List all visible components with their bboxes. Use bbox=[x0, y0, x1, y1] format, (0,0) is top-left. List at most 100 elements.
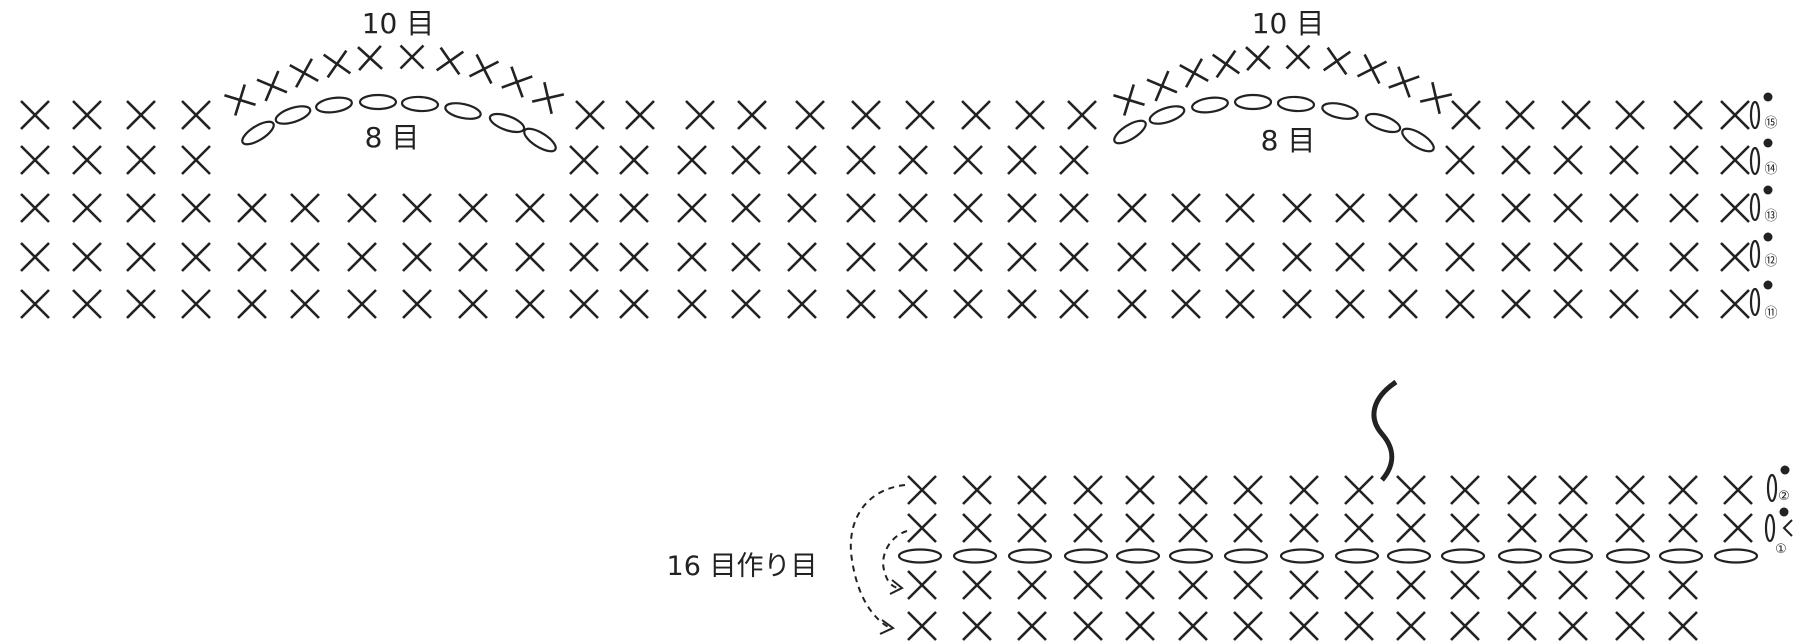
stroke bbox=[347, 289, 377, 319]
single-crochet-mark bbox=[1388, 193, 1418, 223]
single-crochet-mark bbox=[1117, 289, 1147, 319]
single-crochet-mark bbox=[1233, 611, 1263, 641]
single-crochet-mark bbox=[237, 193, 267, 223]
single-crochet-mark bbox=[677, 289, 707, 319]
chain-mark bbox=[400, 95, 440, 113]
single-crochet-mark bbox=[72, 100, 102, 130]
stroke bbox=[1501, 193, 1531, 223]
single-crochet-mark bbox=[181, 100, 211, 130]
single-crochet-mark bbox=[907, 475, 937, 505]
stroke bbox=[575, 100, 605, 130]
row-start-dot bbox=[1763, 232, 1773, 242]
stroke bbox=[1335, 242, 1365, 272]
stroke bbox=[290, 193, 320, 223]
stroke bbox=[1445, 145, 1475, 175]
single-crochet-mark bbox=[1609, 242, 1639, 272]
stroke bbox=[953, 289, 983, 319]
stroke bbox=[435, 50, 465, 72]
stroke bbox=[1388, 75, 1420, 89]
single-crochet-mark bbox=[1282, 289, 1312, 319]
single-crochet-mark bbox=[846, 242, 876, 272]
single-crochet-mark bbox=[898, 289, 928, 319]
single-crochet-mark bbox=[1067, 100, 1097, 130]
decrease-label-right: 8 目 bbox=[1261, 124, 1316, 157]
stroke bbox=[787, 145, 817, 175]
chain-mark bbox=[444, 102, 482, 120]
single-crochet-mark bbox=[1059, 242, 1089, 272]
cast-on-arrowhead-outer bbox=[879, 619, 895, 635]
single-crochet-mark bbox=[1335, 289, 1365, 319]
chain-mark bbox=[1279, 548, 1325, 564]
single-crochet-mark bbox=[1669, 289, 1699, 319]
stroke bbox=[126, 289, 156, 319]
single-crochet-mark bbox=[347, 242, 377, 272]
single-crochet-mark bbox=[1125, 611, 1155, 641]
single-crochet-mark bbox=[515, 193, 545, 223]
single-crochet-mark bbox=[1445, 193, 1475, 223]
single-crochet-mark bbox=[1501, 242, 1531, 272]
stroke bbox=[1505, 100, 1535, 130]
stroke bbox=[1615, 611, 1645, 641]
stroke bbox=[1615, 513, 1645, 543]
single-crochet-mark bbox=[1450, 570, 1480, 600]
stroke bbox=[1558, 611, 1588, 641]
stroke bbox=[1178, 475, 1208, 505]
stroke bbox=[20, 242, 50, 272]
single-crochet-mark bbox=[181, 145, 211, 175]
stroke bbox=[851, 100, 881, 130]
stroke bbox=[1225, 193, 1255, 223]
single-crochet-mark bbox=[402, 289, 432, 319]
single-crochet-mark bbox=[1289, 611, 1319, 641]
single-crochet-mark bbox=[1178, 513, 1208, 543]
stroke bbox=[1073, 513, 1103, 543]
stroke bbox=[1178, 611, 1208, 641]
single-crochet-mark bbox=[1344, 611, 1374, 641]
single-crochet-mark bbox=[347, 289, 377, 319]
stroke bbox=[1388, 289, 1418, 319]
single-crochet-mark bbox=[224, 84, 256, 116]
single-crochet-mark bbox=[905, 100, 935, 130]
single-crochet-mark bbox=[402, 242, 432, 272]
stroke bbox=[1059, 145, 1089, 175]
increase-label-left: 10 目 bbox=[362, 7, 435, 40]
single-crochet-mark bbox=[1723, 513, 1753, 543]
stroke bbox=[787, 193, 817, 223]
stroke bbox=[619, 289, 649, 319]
stroke bbox=[1615, 570, 1645, 600]
stroke bbox=[458, 193, 488, 223]
stroke bbox=[1396, 570, 1426, 600]
chain-mark bbox=[488, 112, 526, 134]
single-crochet-mark bbox=[237, 242, 267, 272]
stroke bbox=[1059, 289, 1089, 319]
single-crochet-mark bbox=[1558, 611, 1588, 641]
single-crochet-mark bbox=[1059, 193, 1089, 223]
chain-mark bbox=[1440, 548, 1486, 564]
chain-mark bbox=[1007, 548, 1053, 564]
stroke bbox=[1445, 289, 1475, 319]
single-crochet-mark bbox=[1171, 242, 1201, 272]
single-crochet-mark bbox=[1561, 100, 1591, 130]
stroke bbox=[677, 145, 707, 175]
row-number-2: ② bbox=[1778, 489, 1790, 504]
single-crochet-mark bbox=[1178, 611, 1208, 641]
chain-mark bbox=[1364, 112, 1402, 134]
stroke bbox=[1017, 513, 1047, 543]
row-number-12: ⑫ bbox=[1764, 254, 1777, 269]
row-start-dot bbox=[1763, 280, 1773, 290]
chain-mark bbox=[1658, 548, 1704, 564]
cast-on-label: 16 目作り目 bbox=[667, 551, 818, 582]
single-crochet-mark bbox=[1344, 475, 1374, 505]
stroke bbox=[1445, 193, 1475, 223]
stroke bbox=[1388, 242, 1418, 272]
stroke bbox=[347, 193, 377, 223]
stitch-marks bbox=[20, 44, 1793, 641]
single-crochet-mark bbox=[898, 193, 928, 223]
single-crochet-mark bbox=[1507, 570, 1537, 600]
stroke bbox=[685, 100, 715, 130]
stroke bbox=[1246, 45, 1270, 71]
turning-chain-mark bbox=[1749, 100, 1761, 130]
stroke bbox=[846, 145, 876, 175]
chain-mark bbox=[1321, 102, 1359, 120]
single-crochet-mark bbox=[402, 193, 432, 223]
single-crochet-mark bbox=[1015, 100, 1045, 130]
